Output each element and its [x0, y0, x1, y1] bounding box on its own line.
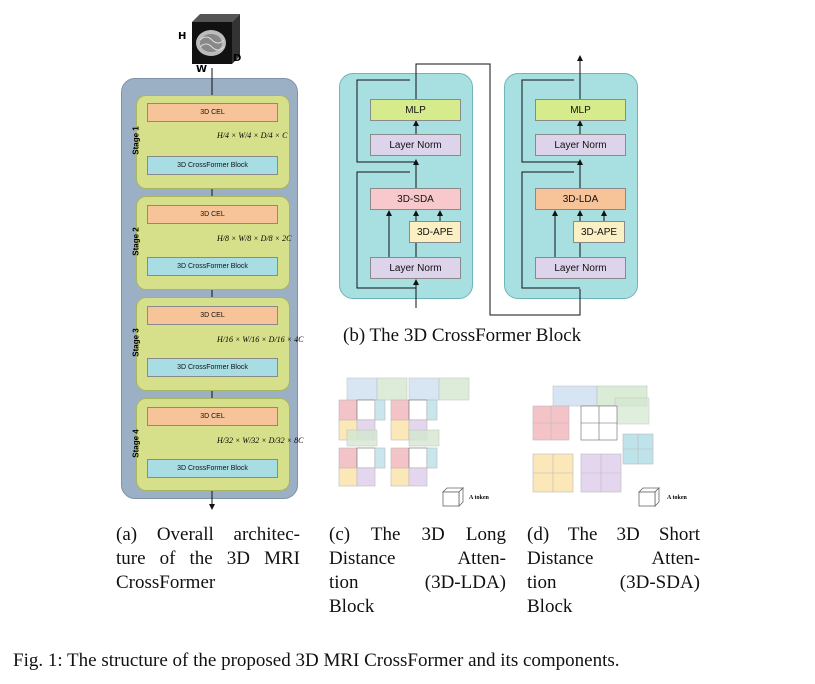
caption-d: (d) The 3D Short Distance Atten- tion (3…: [527, 524, 700, 617]
left-mlp-box: MLP: [370, 99, 461, 121]
input-w-label: W: [196, 64, 208, 75]
input-d-label: D: [233, 53, 242, 64]
left-layernorm-bottom-box: Layer Norm: [370, 257, 461, 279]
lda-token-label: A token: [469, 495, 489, 501]
stage-3-dims: H/16 × W/16 × D/16 × 4C: [217, 335, 304, 344]
right-mlp-box: MLP: [535, 99, 626, 121]
left-sda-box: 3D-SDA: [370, 188, 461, 210]
stage-4-cel: 3D CEL: [147, 407, 278, 426]
caption-b: (b) The 3D CrossFormer Block: [343, 325, 582, 346]
figure-caption: Fig. 1: The structure of the proposed 3D…: [13, 650, 620, 671]
sda-token-cube-icon: [638, 487, 660, 507]
sda-token-cubes-illustration: [532, 385, 660, 507]
stage-1-block: 3D CrossFormer Block: [147, 156, 278, 175]
sda-token-label: A token: [667, 495, 687, 501]
stage-4-block: 3D CrossFormer Block: [147, 459, 278, 478]
lda-token-cubes-illustration: [338, 377, 470, 507]
lda-token-cube-icon: [442, 487, 464, 507]
right-lda-box: 3D-LDA: [535, 188, 626, 210]
stage-1-dims: H/4 × W/4 × D/4 × C: [217, 131, 288, 140]
stage-2-block: 3D CrossFormer Block: [147, 257, 278, 276]
input-h-label: H: [178, 31, 187, 42]
right-ape-box: 3D-APE: [573, 221, 625, 243]
stage-2-cel: 3D CEL: [147, 205, 278, 224]
stage-1-cel: 3D CEL: [147, 103, 278, 122]
stage-4-dims: H/32 × W/32 × D/32 × 8C: [217, 436, 304, 445]
input-brain-volume-icon: [192, 14, 240, 64]
left-layernorm-top-box: Layer Norm: [370, 134, 461, 156]
left-ape-box: 3D-APE: [409, 221, 461, 243]
caption-c: (c) The 3D Long Distance Atten- tion (3D…: [329, 524, 506, 617]
stage-3-cel: 3D CEL: [147, 306, 278, 325]
stage-3-block: 3D CrossFormer Block: [147, 358, 278, 377]
right-layernorm-bottom-box: Layer Norm: [535, 257, 626, 279]
right-layernorm-top-box: Layer Norm: [535, 134, 626, 156]
caption-a: (a) Overall architec- ture of the 3D MRI…: [116, 524, 300, 593]
stage-2-dims: H/8 × W/8 × D/8 × 2C: [217, 234, 292, 243]
